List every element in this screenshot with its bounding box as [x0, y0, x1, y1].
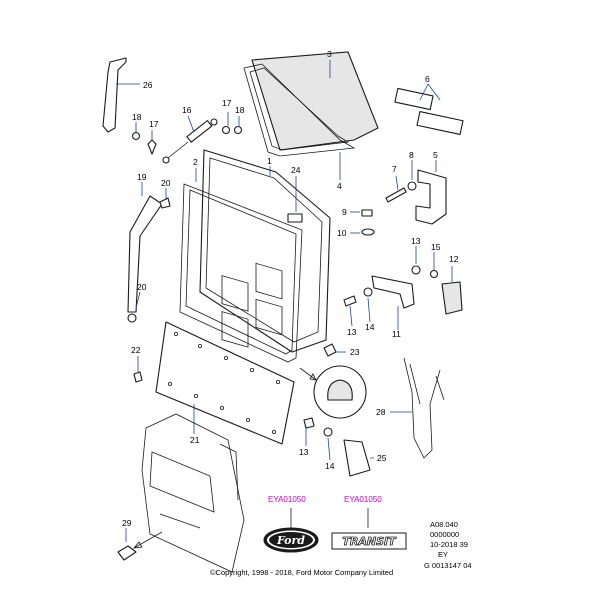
- striker-25: [343, 439, 371, 477]
- bolt-7: [385, 187, 407, 203]
- van-outline: [141, 413, 245, 573]
- callout: 25: [377, 453, 387, 463]
- callout: 29: [122, 518, 132, 528]
- copyright: ©Copyright, 1998 - 2018, Ford Motor Comp…: [210, 568, 393, 577]
- callout: 26: [143, 80, 153, 90]
- callout: 28: [376, 407, 386, 417]
- callout: 6: [425, 74, 430, 84]
- ford-emblem: EYA01050 Ford: [263, 495, 319, 553]
- gas-strut: [162, 115, 218, 164]
- callout: 10: [337, 228, 347, 238]
- clip-23: [323, 343, 337, 357]
- callout: 11: [392, 329, 401, 339]
- ref-line: G 0013147 04: [424, 561, 472, 570]
- glass-seal: [243, 63, 356, 157]
- callout: 14: [365, 322, 375, 332]
- callout: 20: [161, 178, 171, 188]
- fasteners-17-18: [131, 112, 243, 155]
- pin-22: [133, 371, 143, 383]
- trim-panel: [155, 321, 295, 445]
- callout: 13: [299, 447, 309, 457]
- striker-plate: [371, 275, 415, 309]
- rear-glass: [251, 51, 379, 151]
- ref-line: A08.040: [430, 520, 458, 529]
- transit-badge-code: EYA01050: [344, 495, 382, 504]
- callout: 9: [342, 207, 347, 217]
- bolt-9: [361, 209, 373, 217]
- callout: 4: [337, 181, 342, 191]
- ref-line: EY: [438, 550, 448, 559]
- seal-section-detail: [299, 365, 367, 419]
- transit-badge: EYA01050 TRANSIT: [331, 495, 407, 550]
- callout: 13: [347, 327, 357, 337]
- callout: 12: [449, 254, 459, 264]
- callout: 7: [392, 164, 397, 174]
- transit-logo-text: TRANSIT: [342, 535, 397, 548]
- ref-line: 0000000: [430, 530, 459, 539]
- hinge-bracket-5: [415, 169, 447, 225]
- callout: 18: [235, 105, 245, 115]
- bump-stop-12: [441, 281, 463, 315]
- callout: 20: [137, 282, 147, 292]
- screw-29: [117, 545, 137, 561]
- callout: 2: [193, 157, 198, 167]
- callout: 13: [411, 236, 421, 246]
- callout: 23: [350, 347, 360, 357]
- washer-8: [407, 181, 417, 191]
- check-strap: [127, 195, 163, 313]
- rear-door: [199, 149, 331, 353]
- pillar-trim: [102, 57, 127, 133]
- door-seal: [179, 183, 303, 363]
- reference-block: A08.040 0000000 10-2018 39 EY G 0013147 …: [424, 520, 472, 570]
- callout: 24: [291, 165, 301, 175]
- ref-line: 10-2018 39: [430, 540, 468, 549]
- nut-10: [361, 228, 375, 236]
- callout: 8: [409, 150, 414, 160]
- callout-labels: 1 2 3 4 5 6 7 8 9 10 11 12 13 13 13 14 1…: [122, 49, 459, 528]
- callout: 5: [433, 150, 438, 160]
- clip-24: [287, 213, 303, 223]
- ford-logo-text: Ford: [276, 534, 305, 547]
- callout: 19: [137, 172, 147, 182]
- callout: 17: [222, 98, 232, 108]
- ford-emblem-code: EYA01050: [268, 495, 306, 504]
- callout: 15: [431, 242, 441, 252]
- callout: 21: [190, 435, 200, 445]
- callout: 17: [149, 119, 159, 129]
- strap-28: [403, 357, 445, 459]
- callout: 14: [325, 461, 335, 471]
- callout: 3: [327, 49, 332, 59]
- callout: 22: [131, 345, 141, 355]
- callout: 18: [132, 112, 142, 122]
- hinge-blocks: [394, 83, 464, 135]
- callout: 16: [182, 105, 192, 115]
- callout: 1: [267, 156, 272, 166]
